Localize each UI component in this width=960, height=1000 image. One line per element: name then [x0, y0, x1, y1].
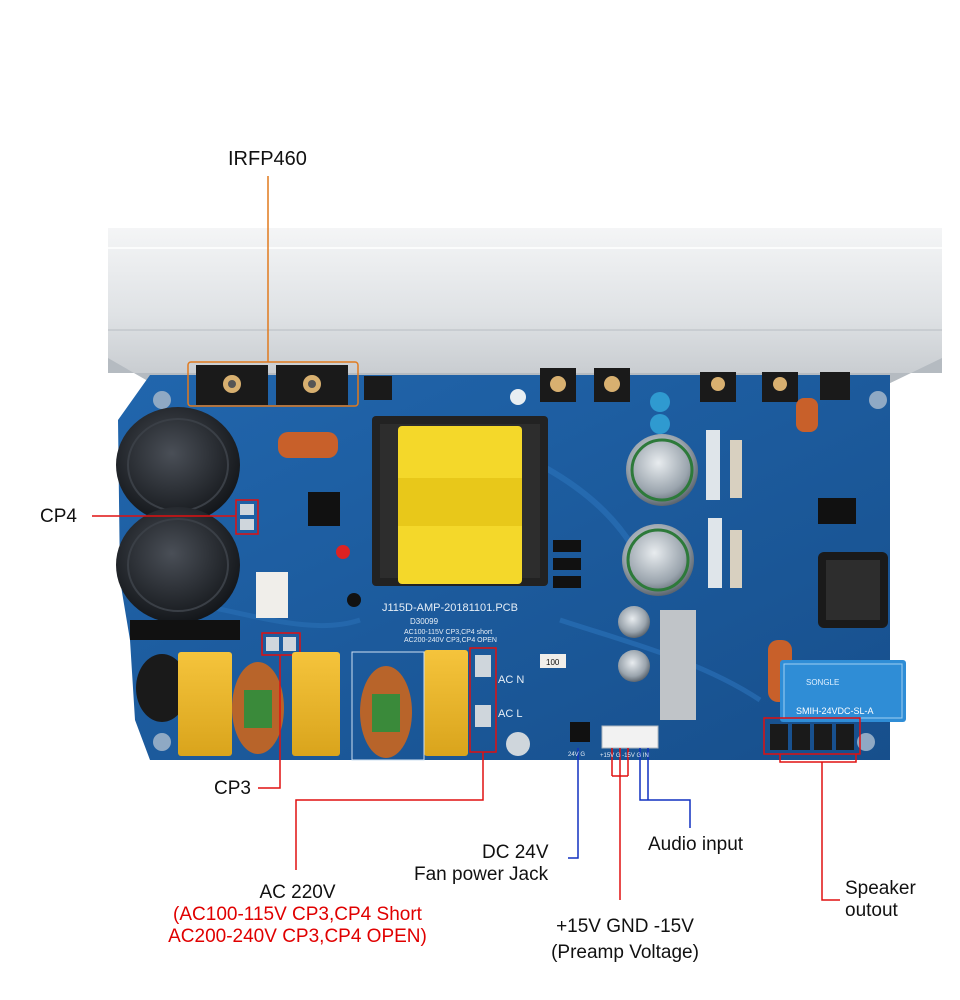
- ac-l-label: AC L: [498, 708, 522, 720]
- heatsink: [108, 228, 942, 388]
- cp3-label: CP3: [214, 778, 251, 799]
- transformer: [372, 416, 548, 586]
- preamp-voltage-label: +15V GND -15V: [556, 916, 694, 937]
- relay-brand: SONGLE: [806, 678, 839, 687]
- fan-jack-silk: 24V G: [568, 752, 585, 758]
- cp3-jumper: [261, 632, 301, 656]
- ac-voltage-note-1: (AC100-115V CP3,CP4 Short: [173, 904, 422, 925]
- dc24v-label: DC 24V: [482, 842, 549, 863]
- speaker-terminals: [763, 717, 861, 755]
- ac-n-label: AC N: [498, 674, 524, 686]
- output-inductor: [818, 552, 888, 628]
- speaker-output-label: Speaker: [845, 878, 916, 899]
- resistor-value: 100: [546, 658, 560, 667]
- preamp-voltage-note: (Preamp Voltage): [551, 942, 699, 963]
- ac-main-label: AC 220V: [259, 882, 336, 903]
- irfp460-label: IRFP460: [228, 148, 307, 170]
- pcb-note-1: AC100-115V CP3,CP4 short: [404, 629, 492, 636]
- cp4-jumper: [235, 499, 259, 535]
- speaker-output-label-2: outout: [845, 900, 898, 921]
- leader-lines: [92, 176, 857, 901]
- irfp460-mosfets: [187, 361, 850, 407]
- pcb-code: D30099: [410, 617, 439, 626]
- cp4-label: CP4: [40, 506, 77, 527]
- silkscreen: J115D-AMP-20181101.PCB D30099 AC100-115V…: [382, 602, 874, 759]
- preamp-header-silk: +15V G -15V G IN: [600, 753, 649, 759]
- rectifier-and-regulators: [506, 389, 659, 756]
- small-components-left: [130, 432, 361, 722]
- pcb-note-2: AC200-240V CP3,CP4 OPEN: [404, 637, 497, 644]
- relay-model: SMIH-24VDC-SL-A: [796, 706, 874, 716]
- pcb-name: J115D-AMP-20181101.PCB: [382, 602, 518, 614]
- ac-input-filter: [178, 647, 497, 761]
- audio-input-label: Audio input: [648, 834, 744, 855]
- ac-voltage-note-2: AC200-240V CP3,CP4 OPEN): [168, 926, 427, 947]
- fan-jack-label: Fan power Jack: [414, 864, 549, 885]
- bulk-capacitors: [116, 407, 240, 623]
